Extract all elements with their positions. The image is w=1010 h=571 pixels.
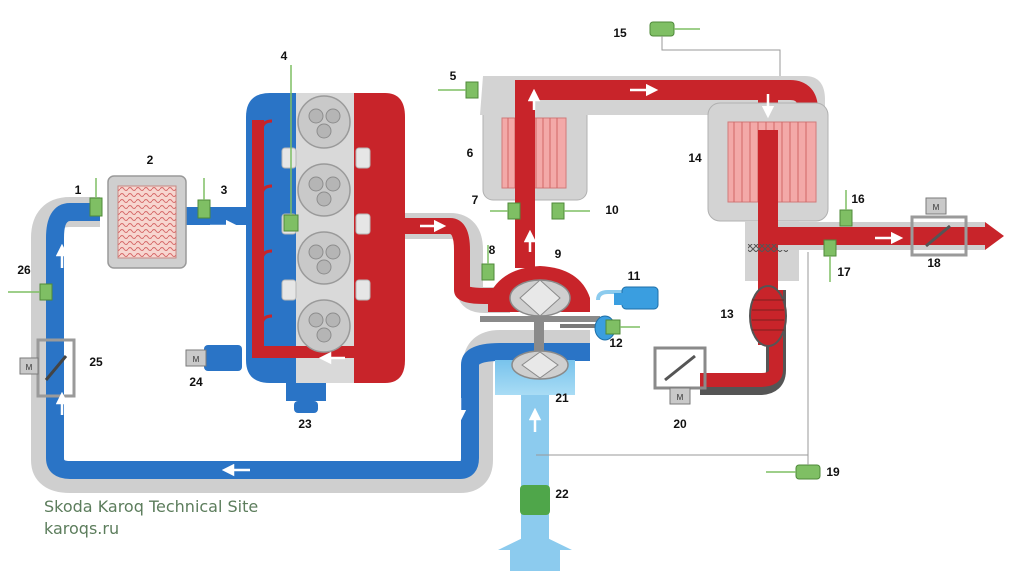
flow-arrows xyxy=(55,83,904,477)
signal-wires xyxy=(536,36,809,465)
label-4: 4 xyxy=(281,49,288,63)
charge-air-cooler xyxy=(107,175,187,269)
label-26: 26 xyxy=(17,263,31,277)
label-18: 18 xyxy=(927,256,941,270)
label-24: 24 xyxy=(189,375,203,389)
label-21: 21 xyxy=(555,391,569,405)
label-13: 13 xyxy=(720,307,734,321)
label-20: 20 xyxy=(673,417,687,431)
svg-text:M: M xyxy=(193,355,200,364)
label-23: 23 xyxy=(298,417,312,431)
label-19: 19 xyxy=(826,465,840,479)
label-7: 7 xyxy=(472,193,479,207)
label-14: 14 xyxy=(688,151,702,165)
engine-block xyxy=(246,93,405,413)
label-15: 15 xyxy=(613,26,627,40)
label-12: 12 xyxy=(609,336,623,350)
watermark-line-2: karoqs.ru xyxy=(44,519,120,538)
label-17: 17 xyxy=(837,265,851,279)
exhaust-pipe-to-turbo xyxy=(405,213,510,313)
coolant-loop-blue xyxy=(46,203,590,479)
intake-arrow xyxy=(498,532,572,571)
particulate-filter xyxy=(707,102,829,345)
label-22: 22 xyxy=(555,487,569,501)
callout-numbers: 1 2 3 4 5 6 7 8 9 10 11 12 13 14 15 16 1… xyxy=(17,26,941,501)
watermark: Skoda Karoq Technical Site karoqs.ru xyxy=(44,496,258,540)
intake-air-pipe xyxy=(495,360,575,560)
label-25: 25 xyxy=(89,355,103,369)
label-11: 11 xyxy=(628,269,641,283)
coolant-valve: M xyxy=(185,345,242,371)
low-pressure-egr xyxy=(700,285,787,395)
label-9: 9 xyxy=(555,247,562,261)
exhaust-outlet xyxy=(778,215,1004,257)
label-6: 6 xyxy=(467,146,474,160)
boost-valve xyxy=(596,286,659,310)
motor-actuators: M M xyxy=(669,197,947,405)
svg-text:M: M xyxy=(677,393,684,402)
svg-text:M: M xyxy=(933,203,940,212)
sensors xyxy=(39,21,853,480)
svg-text:M: M xyxy=(26,363,33,372)
label-10: 10 xyxy=(605,203,619,217)
label-8: 8 xyxy=(489,243,496,257)
watermark-line-1: Skoda Karoq Technical Site xyxy=(44,497,259,516)
label-1: 1 xyxy=(75,183,82,197)
sensor-wires xyxy=(8,28,847,473)
label-5: 5 xyxy=(450,69,457,83)
label-16: 16 xyxy=(851,192,865,206)
label-2: 2 xyxy=(147,153,154,167)
label-3: 3 xyxy=(221,183,228,197)
